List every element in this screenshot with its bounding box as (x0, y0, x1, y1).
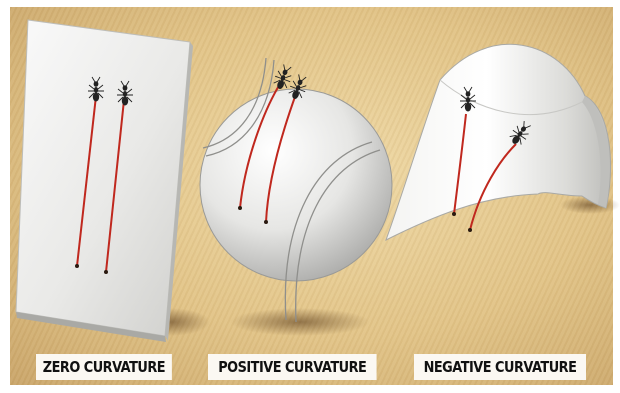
saddle-surface (386, 44, 620, 240)
zero-curvature-label: ZERO CURVATURE (36, 354, 172, 380)
ant-icon (272, 63, 295, 91)
positive-curvature-label: POSITIVE CURVATURE (208, 354, 377, 380)
negative-curvature-label: NEGATIVE CURVATURE (414, 354, 586, 380)
sphere (200, 58, 392, 336)
flat-plate (16, 20, 210, 342)
